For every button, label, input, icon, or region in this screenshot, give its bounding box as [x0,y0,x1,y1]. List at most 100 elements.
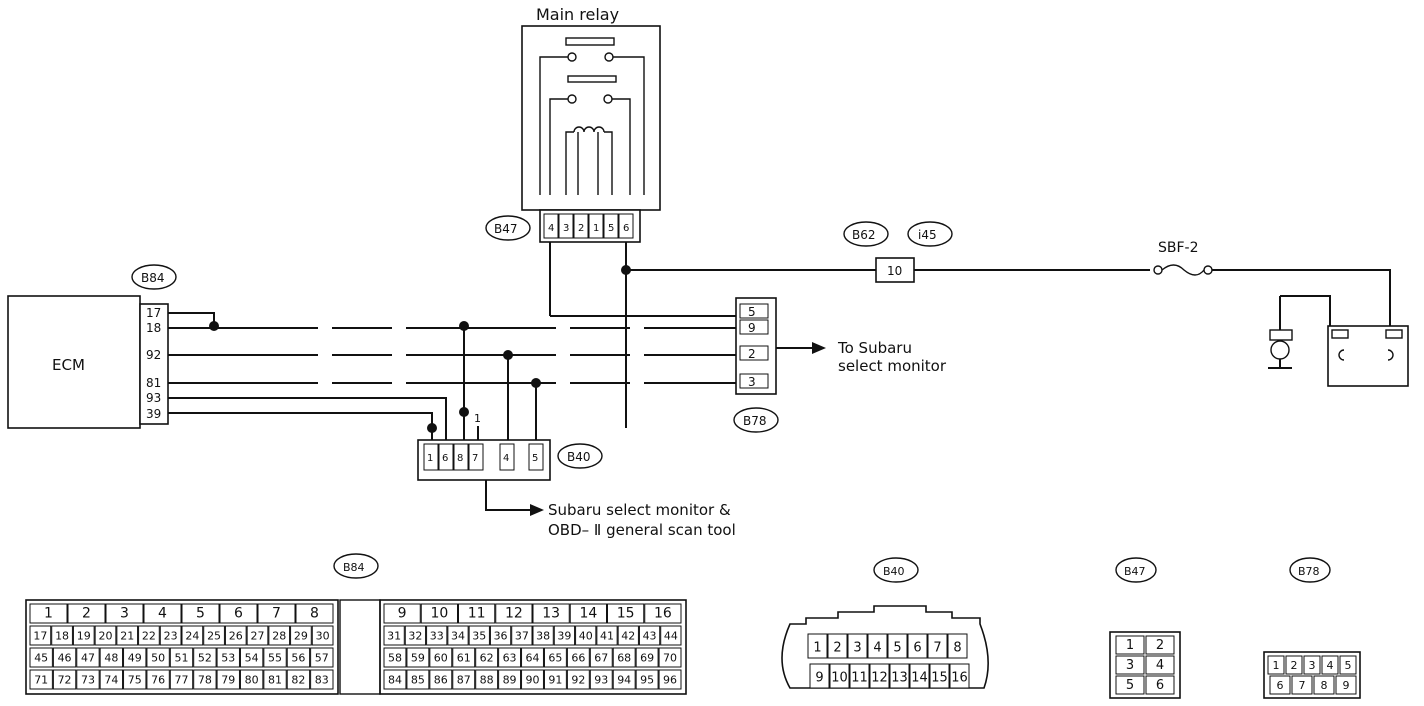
b84-pin-cell-label: 93 [594,674,608,687]
b84-pin-cell: 45 [29,647,53,668]
b84-pin-cell: 56 [286,647,311,668]
b84-pin-cell-label: 75 [128,674,142,687]
b84-pin-cell: 41 [596,625,618,646]
b40-pin-cell-label: 11 [851,670,868,685]
b40-pin-cell: 4 [867,633,888,659]
ecm-pin: 18 [146,321,161,335]
b78-pin-cell: 4 [1321,655,1339,675]
b40-pin-cell: 8 [947,633,968,659]
ecm-pin: 93 [146,391,161,405]
b78-pin-cell: 8 [1313,675,1335,695]
b84-pin-cell: 84 [383,669,407,690]
b84-pin-cell: 3 [105,603,144,624]
b84-pin-cell-label: 43 [643,630,657,643]
b78-pin: 5 [748,305,756,319]
legend-b78-title: B78 [1298,565,1320,578]
b47-pin-cell-label: 5 [1126,678,1134,693]
b84-pin-cell-label: 62 [480,652,494,665]
b84-pin-cell-label: 51 [175,652,189,665]
b47-pin-cell: 1 [1115,635,1145,655]
b84-pin-cell: 91 [543,669,567,690]
b84-pin-cell-label: 92 [571,674,585,687]
b84-pin-cell: 19 [72,625,95,646]
b84-pin-cell: 14 [569,603,607,624]
b84-pin-cell: 1 [29,603,68,624]
b84-pin-cell: 21 [116,625,139,646]
b84-pin-cell: 39 [553,625,576,646]
b40-pin-cell-label: 13 [891,670,908,685]
b47-pin-cell-label: 6 [1156,678,1164,693]
b84-pin-cell-label: 96 [663,674,677,687]
b84-pin-cell-label: 81 [268,674,282,687]
b47-tag-label: B47 [494,222,518,236]
b40-pin: 7 [472,453,478,464]
b84-pin-cell-label: 67 [594,652,608,665]
b84-pin-cell-label: 7 [272,606,281,622]
b47-pin: 1 [593,223,599,234]
b84-pin-cell: 23 [159,625,182,646]
b40-pin-cell: 1 [807,633,828,659]
b84-pin-cell: 35 [468,625,490,646]
b84-pin-cell-label: 4 [158,606,167,622]
b78-pin-cell: 3 [1303,655,1321,675]
b47-tag [485,215,531,241]
b47-pin: 3 [563,223,569,234]
b84-pin-cell: 63 [498,647,522,668]
b84-pin-cell-label: 84 [388,674,402,687]
b84-pin-cell-label: 66 [571,652,585,665]
ecm-box [7,295,141,429]
b84-pin-cell: 76 [146,669,170,690]
b84-pin-cell-label: 19 [77,630,91,643]
b84-pin-cell-label: 58 [388,652,402,665]
legend-b47-title: B47 [1124,565,1146,578]
b84-pin-cell-label: 11 [468,606,486,622]
b84-pin-cell: 78 [193,669,217,690]
subaru-scan-label-1: Subaru select monitor & [548,501,731,519]
b47-pins: 4 3 2 1 5 6 [543,213,634,239]
b84-pin-cell-label: 29 [294,630,308,643]
b40-pin-cell-label: 10 [831,670,848,685]
b78-pin-cell: 6 [1269,675,1291,695]
b84-pin-cell: 17 [29,625,52,646]
b40-pin-cell: 13 [889,663,910,689]
b84-pin-cell-label: 60 [434,652,448,665]
b40-connector: 1 6 8 7 4 5 B40 [417,439,603,481]
b84-pin-cell: 25 [203,625,225,646]
b40-pin: 6 [442,453,448,464]
b84-tag [131,264,177,290]
b84-pin-cell: 64 [521,647,544,668]
b62-i45-connector: B62 i45 10 [843,221,953,283]
b84-pin-cell: 38 [532,625,554,646]
b84-pin-cell: 59 [406,647,430,668]
b84-pin-cell-label: 68 [617,652,631,665]
b84-pin-cell: 10 [420,603,458,624]
b84-pin-cell: 42 [617,625,639,646]
b84-pin-cell: 18 [51,625,73,646]
b84-pin-cell: 96 [658,669,682,690]
b47-pin-cell: 6 [1145,675,1175,695]
b40-pin-cell: 3 [847,633,868,659]
b84-pin-cell-label: 17 [33,630,47,643]
b84-pin-cell-label: 12 [505,606,523,622]
b84-pin-cell-label: 25 [207,630,221,643]
b78-pin-cell-label: 8 [1321,679,1328,692]
b84-pin-cell: 49 [123,647,147,668]
b84-pin-cell-label: 16 [654,606,672,622]
b84-pin-cell: 60 [429,647,453,668]
b84-pin-cell-label: 34 [451,630,465,643]
b40-pin-cell-label: 4 [873,640,881,655]
b40-pin-cell-label: 5 [893,640,901,655]
b40-pin: 4 [503,453,509,464]
b84-tag-label: B84 [141,271,165,285]
b84-pin-cell-label: 42 [621,630,635,643]
b84-pin-cell: 68 [612,647,636,668]
b84-pin-cell-label: 87 [457,674,471,687]
b84-pin-cell-label: 20 [99,630,113,643]
b84-pin-cell-label: 10 [430,606,448,622]
b84-pin-cell: 32 [404,625,427,646]
ecm-label: ECM [52,356,85,374]
b84-pin-cell: 20 [94,625,117,646]
